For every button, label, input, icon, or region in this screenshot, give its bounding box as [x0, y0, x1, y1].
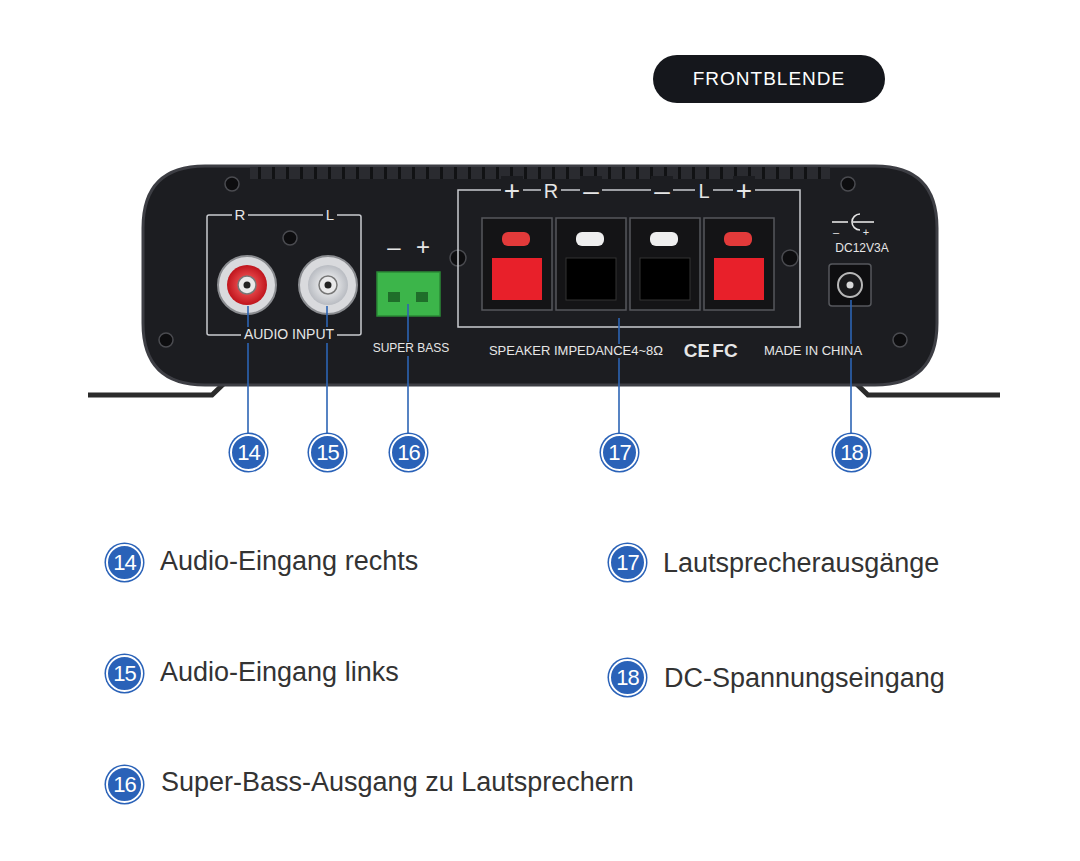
polarity-label: – — [387, 234, 400, 260]
polarity-label: + — [501, 176, 523, 207]
callout-number: 14 — [230, 434, 267, 471]
callout-text: 15 — [316, 440, 338, 466]
leader-lines — [248, 300, 851, 433]
callout-text: 16 — [113, 772, 135, 798]
callout-text: 15 — [113, 661, 135, 687]
callout-text: 17 — [608, 440, 630, 466]
callout-text: 17 — [616, 550, 638, 576]
callout-number: 16 — [106, 766, 143, 803]
callout-text: 16 — [397, 440, 419, 466]
polarity-label: + — [416, 234, 430, 260]
screws — [159, 177, 907, 347]
input-frame — [207, 215, 361, 335]
input-label: AUDIO INPUT — [241, 327, 337, 342]
part-description: Super-Bass-Ausgang zu Lautsprechern — [161, 768, 634, 798]
callout-number: 18 — [833, 434, 870, 471]
channel-label: R — [232, 207, 249, 224]
polarity-label: – — [651, 176, 673, 207]
polarity-label: + — [733, 176, 755, 207]
callout-number: 17 — [609, 544, 646, 581]
power-rating: DC12V3A — [835, 242, 888, 255]
amplifier-housing — [143, 166, 937, 385]
channel-label: L — [323, 207, 337, 224]
callout-number: 15 — [309, 434, 346, 471]
rca-jack-left — [299, 256, 357, 314]
speaker-frame — [458, 190, 800, 327]
channel-label: L — [695, 180, 712, 202]
dc-jack — [829, 264, 871, 306]
part-description: Audio-Eingang rechts — [160, 547, 418, 577]
impedance-note: SPEAKER IMPEDANCE4~8Ω — [486, 344, 666, 358]
callout-number: 14 — [106, 544, 143, 581]
callout-text: 18 — [616, 665, 638, 691]
callout-number: 17 — [601, 434, 638, 471]
channel-label: R — [541, 180, 561, 202]
callout-number: 18 — [609, 659, 646, 696]
callout-text: 14 — [113, 550, 135, 576]
polarity-label: – — [833, 226, 839, 238]
origin-note: MADE IN CHINA — [761, 344, 865, 358]
view-badge: FRONTBLENDE — [653, 55, 885, 103]
rca-jack-right — [218, 256, 276, 314]
callout-text: 18 — [840, 440, 862, 466]
part-description: DC-Spannungseingang — [664, 664, 945, 694]
part-description: Lautsprecherausgänge — [663, 549, 939, 579]
speaker-terminals — [482, 218, 774, 310]
callout-number: 16 — [390, 434, 427, 471]
polarity-label: – — [580, 176, 602, 207]
callout-text: 14 — [237, 440, 259, 466]
part-description: Audio-Eingang links — [160, 658, 399, 688]
certification-mark: CE — [681, 341, 713, 362]
badge-text: FRONTBLENDE — [693, 68, 845, 90]
callout-number: 15 — [106, 655, 143, 692]
terminal-label: SUPER BASS — [370, 342, 453, 355]
certification-mark: FC — [709, 341, 740, 362]
polarity-label: + — [863, 226, 869, 238]
